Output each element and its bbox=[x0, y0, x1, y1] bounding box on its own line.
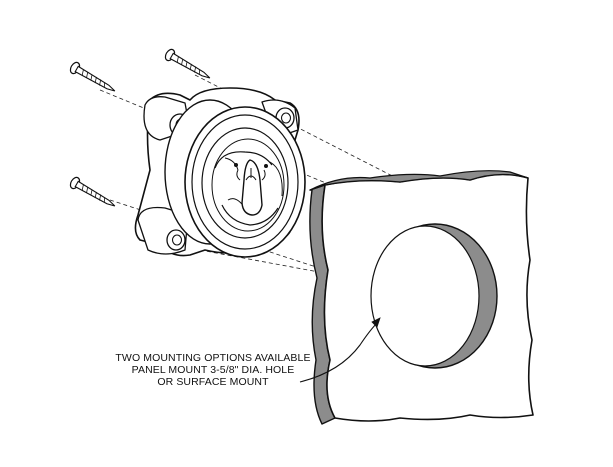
mounting-note: TWO MOUNTING OPTIONS AVAILABLE PANEL MOU… bbox=[108, 352, 318, 388]
leader-line bbox=[299, 321, 379, 383]
screw-icon bbox=[69, 61, 116, 92]
mounting-note-line-2: PANEL MOUNT 3-5/8" DIA. HOLE bbox=[131, 364, 295, 376]
alignment-line-bottom bbox=[199, 249, 471, 301]
screw-icon bbox=[69, 176, 116, 207]
mounting-note-line-3: OR SURFACE MOUNT bbox=[157, 376, 269, 388]
screw-icon bbox=[164, 48, 211, 79]
mounting-hole-icon bbox=[370, 223, 498, 369]
alignment-line-top bbox=[194, 74, 411, 186]
leader-arrow bbox=[371, 317, 381, 328]
mounting-note-line-1: TWO MOUNTING OPTIONS AVAILABLE bbox=[115, 352, 311, 364]
switch-body-icon bbox=[134, 87, 306, 258]
